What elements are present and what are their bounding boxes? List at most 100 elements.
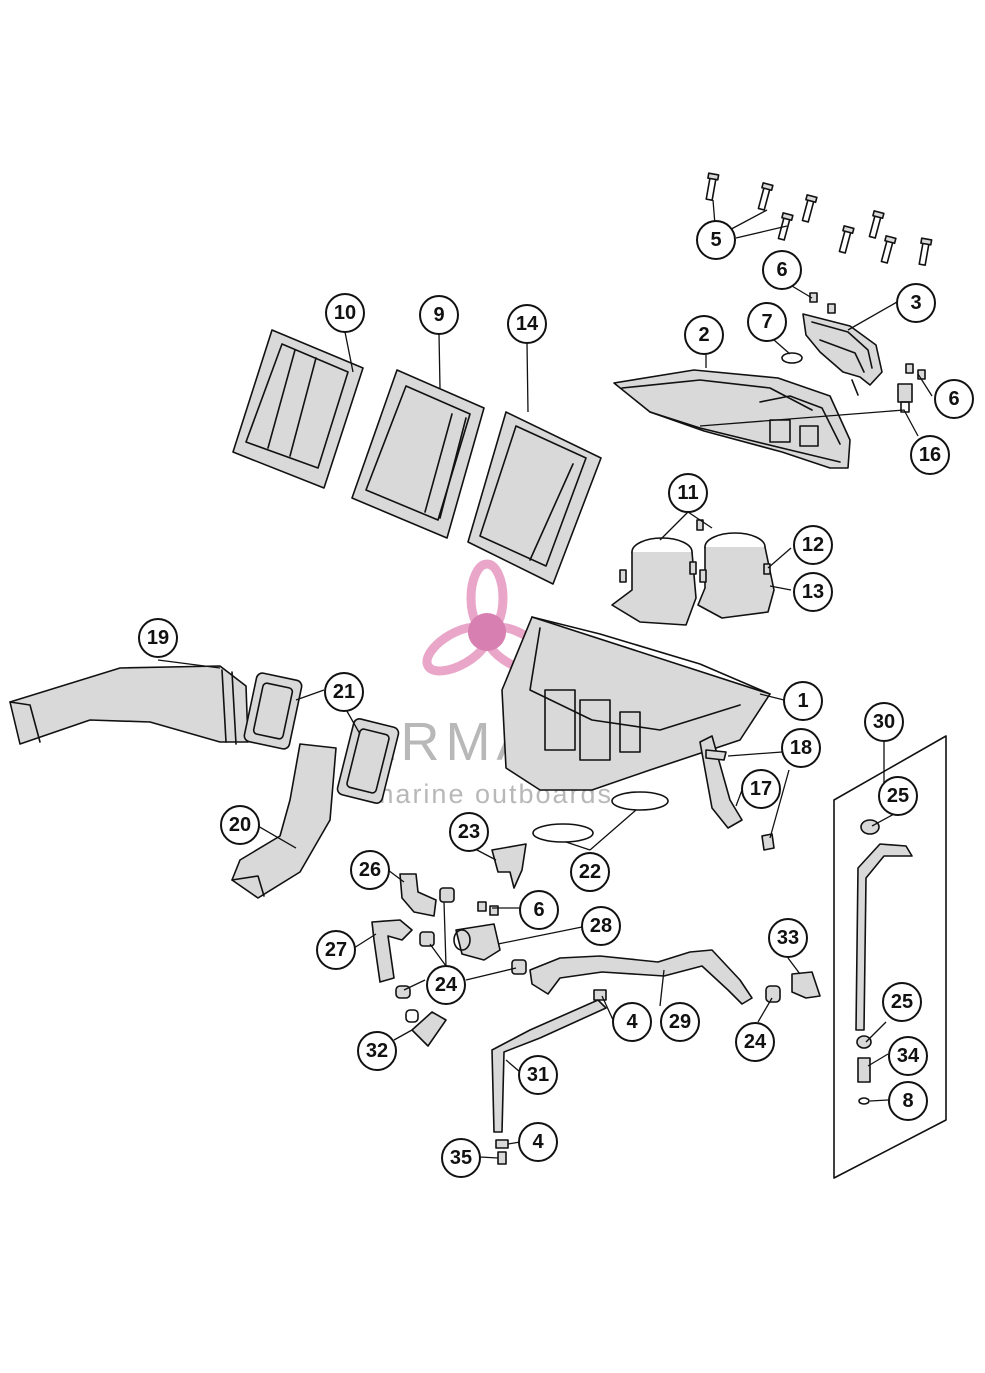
callout-25-lower: 25 xyxy=(882,982,922,1022)
svg-text:14: 14 xyxy=(516,313,539,335)
leader-lines xyxy=(157,199,933,1159)
svg-text:20: 20 xyxy=(229,814,251,836)
svg-text:11: 11 xyxy=(677,482,698,504)
svg-text:13: 13 xyxy=(802,581,824,603)
callout-6-upper-right: 6 xyxy=(934,379,974,419)
air-box-lid-2 xyxy=(613,369,851,469)
screws-6-lower xyxy=(477,901,499,916)
callout-6-upper-left: 6 xyxy=(762,250,802,290)
svg-text:6: 6 xyxy=(776,259,787,281)
callout-33: 33 xyxy=(768,918,808,958)
svg-text:2: 2 xyxy=(698,324,709,346)
svg-text:26: 26 xyxy=(359,859,381,881)
clip-18 xyxy=(705,749,775,851)
cover-3 xyxy=(802,313,883,396)
parts xyxy=(9,172,947,1179)
svg-text:3: 3 xyxy=(910,292,921,314)
callout-20: 20 xyxy=(220,805,260,845)
callout-22: 22 xyxy=(570,852,610,892)
svg-text:28: 28 xyxy=(590,915,612,937)
callout-32: 32 xyxy=(357,1031,397,1071)
svg-text:33: 33 xyxy=(777,927,799,949)
callout-1: 1 xyxy=(783,681,823,721)
callout-10: 10 xyxy=(325,293,365,333)
callout-21: 21 xyxy=(324,672,364,712)
svg-text:10: 10 xyxy=(334,302,356,324)
svg-text:1: 1 xyxy=(797,690,808,712)
seal-22b xyxy=(611,791,669,811)
intake-duct-19 xyxy=(9,665,249,745)
svg-text:9: 9 xyxy=(433,304,444,326)
svg-text:25: 25 xyxy=(891,991,913,1013)
callout-27: 27 xyxy=(316,930,356,970)
callout-30: 30 xyxy=(864,702,904,742)
svg-text:5: 5 xyxy=(710,229,721,251)
bracket-33 xyxy=(791,971,821,999)
callouts: 5 6 3 7 2 6 16 10 9 14 11 12 13 19 21 1 … xyxy=(138,220,974,1178)
svg-text:24: 24 xyxy=(744,1031,767,1053)
callout-3: 3 xyxy=(896,283,936,323)
callout-28: 28 xyxy=(581,906,621,946)
bolts-5 xyxy=(705,172,933,266)
callout-4-lower: 4 xyxy=(518,1122,558,1162)
svg-text:21: 21 xyxy=(333,681,355,703)
panel-30 xyxy=(833,735,947,1179)
callout-16: 16 xyxy=(910,435,950,475)
svg-text:22: 22 xyxy=(579,861,601,883)
svg-text:4: 4 xyxy=(532,1131,544,1153)
callout-2: 2 xyxy=(684,315,724,355)
washer-7 xyxy=(781,352,803,364)
svg-text:6: 6 xyxy=(533,899,544,921)
gasket-21 xyxy=(243,672,303,750)
svg-text:24: 24 xyxy=(435,974,458,996)
svg-text:25: 25 xyxy=(887,785,909,807)
svg-text:16: 16 xyxy=(919,444,941,466)
svg-text:4: 4 xyxy=(626,1011,638,1033)
callout-25-upper: 25 xyxy=(878,776,918,816)
svg-text:29: 29 xyxy=(669,1011,691,1033)
hose-31 xyxy=(491,989,607,1133)
hose-29 xyxy=(529,949,781,1005)
duct-20 xyxy=(231,743,337,899)
sensor-16 xyxy=(897,383,913,413)
callout-31: 31 xyxy=(518,1055,558,1095)
callout-19: 19 xyxy=(138,618,178,658)
svg-text:23: 23 xyxy=(458,821,480,843)
svg-text:17: 17 xyxy=(750,778,772,800)
svg-text:34: 34 xyxy=(897,1045,920,1067)
svg-text:27: 27 xyxy=(325,939,347,961)
filter-element-9 xyxy=(351,369,485,539)
bracket-23 xyxy=(491,843,527,889)
elbow-26 xyxy=(399,873,455,917)
svg-text:35: 35 xyxy=(450,1147,472,1169)
valve-28 xyxy=(453,923,527,975)
callout-9: 9 xyxy=(419,295,459,335)
callout-8: 8 xyxy=(888,1081,928,1121)
callout-24-right: 24 xyxy=(735,1022,775,1062)
svg-text:6: 6 xyxy=(948,388,959,410)
filter-frame-10 xyxy=(232,329,364,489)
callout-24-left: 24 xyxy=(426,965,466,1005)
callout-14: 14 xyxy=(507,304,547,344)
callout-4-upper: 4 xyxy=(612,1002,652,1042)
callout-17: 17 xyxy=(741,769,781,809)
svg-text:30: 30 xyxy=(873,711,895,733)
callout-23: 23 xyxy=(449,812,489,852)
gasket-21b xyxy=(336,718,400,804)
fittings-4-35 xyxy=(495,1139,509,1165)
callout-13: 13 xyxy=(793,572,833,612)
air-box-1 xyxy=(501,616,771,791)
callout-5: 5 xyxy=(696,220,736,260)
callout-29: 29 xyxy=(660,1002,700,1042)
svg-text:19: 19 xyxy=(147,627,169,649)
callout-18: 18 xyxy=(781,728,821,768)
throttle-bodies-11 xyxy=(611,519,775,626)
callout-35: 35 xyxy=(441,1138,481,1178)
svg-text:8: 8 xyxy=(902,1090,913,1112)
vent-pipe xyxy=(855,819,913,1105)
svg-text:12: 12 xyxy=(802,534,824,556)
callout-26: 26 xyxy=(350,850,390,890)
svg-text:18: 18 xyxy=(790,737,812,759)
callout-11: 11 xyxy=(668,473,708,513)
